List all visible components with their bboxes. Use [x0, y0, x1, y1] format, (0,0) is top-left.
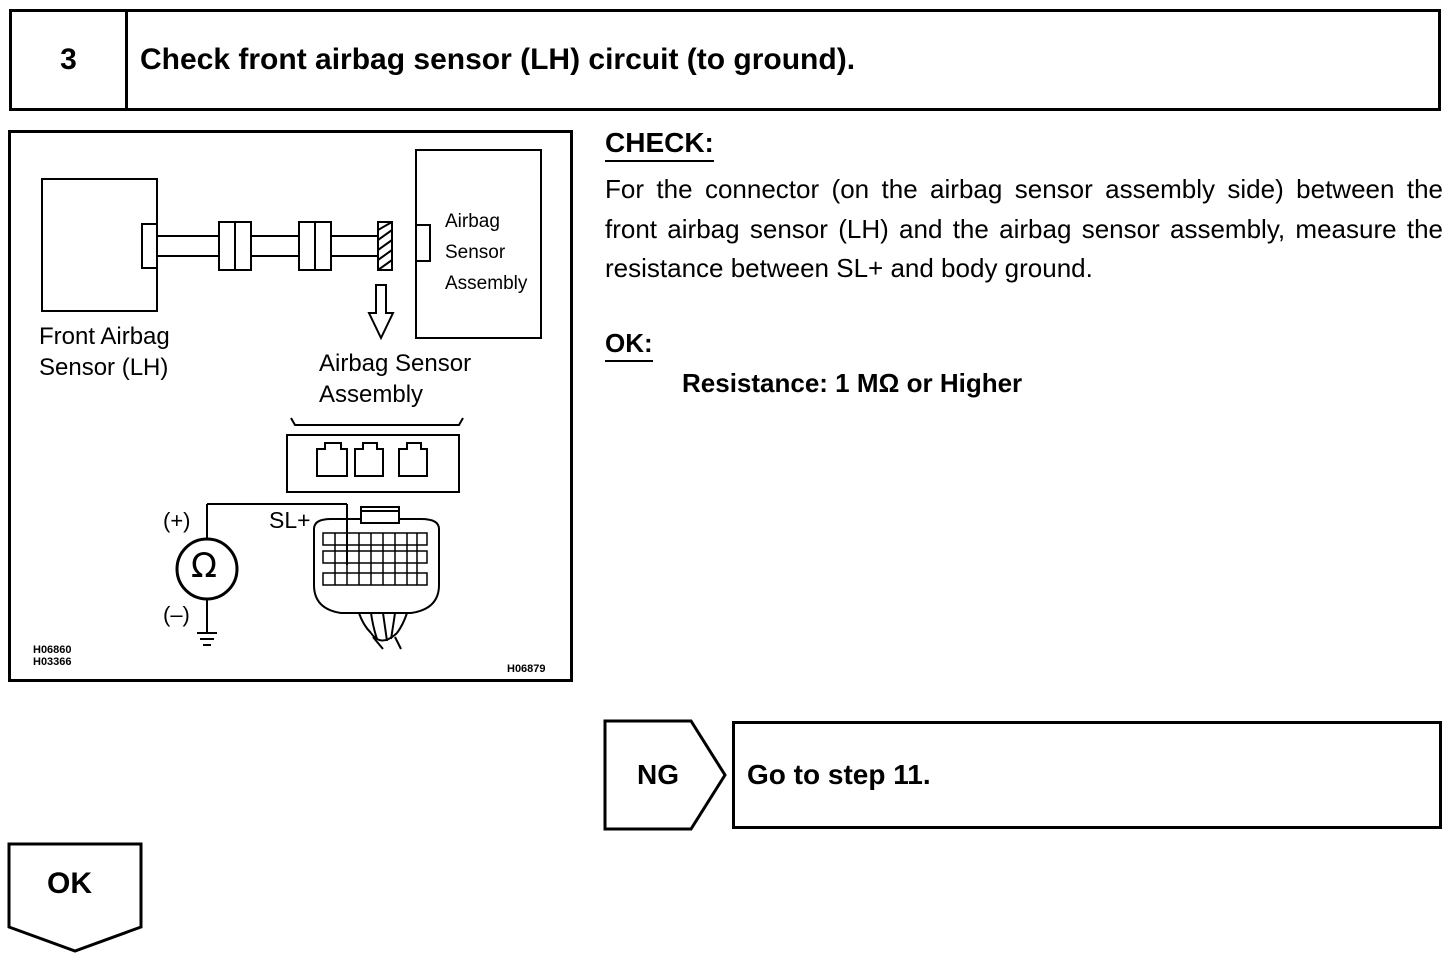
front-sensor-label-2: Sensor (LH)	[39, 354, 169, 381]
ng-action-box	[732, 721, 1442, 829]
ng-label: NG	[637, 759, 679, 790]
step-number: 3	[12, 12, 128, 108]
ohm-symbol: Ω	[191, 546, 217, 586]
step-title: Check front airbag sensor (LH) circuit (…	[140, 43, 856, 76]
ng-arrow-shape	[603, 719, 727, 831]
figure-code-3: H06879	[507, 663, 546, 675]
box-label-3: Assembly	[445, 273, 528, 294]
sl-plus-label: SL+	[269, 507, 311, 533]
front-sensor-label-1: Front Airbag	[39, 323, 170, 350]
assembly-label-1: Airbag Sensor	[319, 350, 472, 377]
minus-label: (–)	[163, 602, 190, 627]
diagram-drawing	[41, 149, 542, 650]
step-header: 3 Check front airbag sensor (LH) circuit…	[9, 9, 1441, 111]
ok-arrow-shape	[7, 842, 143, 953]
ng-action-text: Go to step 11.	[747, 759, 931, 790]
figure-code-2: H03366	[33, 656, 72, 668]
ok-flow-label: OK	[47, 867, 92, 900]
assembly-label-2: Assembly	[319, 381, 424, 408]
wiring-diagram: Front Airbag Sensor (LH) Airbag Sensor A…	[8, 130, 573, 682]
check-description: For the connector (on the airbag sensor …	[605, 174, 1443, 283]
box-label-1: Airbag	[445, 211, 500, 232]
figure-code-1: H06860	[33, 644, 72, 656]
check-heading: CHECK:	[605, 126, 714, 162]
ok-spec: Resistance: 1 MΩ or Higher	[682, 368, 1023, 398]
plus-label: (+)	[163, 508, 191, 533]
box-label-2: Sensor	[445, 242, 506, 263]
ok-heading: OK:	[605, 326, 653, 362]
front-sensor-box	[41, 178, 158, 312]
